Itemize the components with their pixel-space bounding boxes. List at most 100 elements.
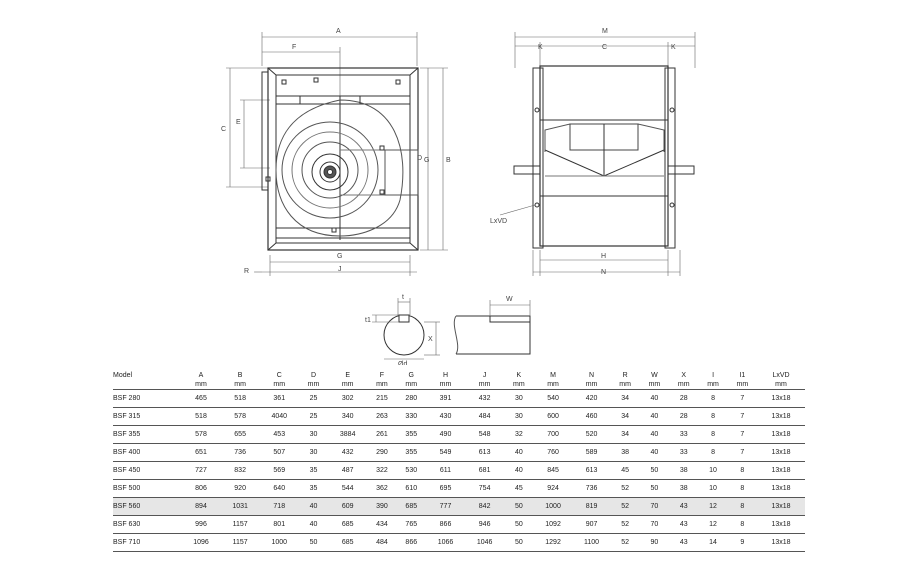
table-cell: 736 [220, 443, 260, 462]
table-cell: 866 [396, 533, 426, 552]
table-cell: 9 [727, 533, 758, 552]
table-cell: 35 [298, 461, 329, 480]
table-cell: 32 [504, 425, 534, 444]
label-c: C [221, 126, 226, 133]
table-cell: 845 [533, 461, 573, 480]
table-cell: 842 [465, 497, 505, 516]
table-cell: 330 [396, 407, 426, 426]
table-cell: 90 [639, 533, 670, 552]
table-cell: 7 [727, 389, 758, 408]
column-unit: mm [619, 381, 631, 388]
label-d: D [417, 155, 422, 162]
column-header: K [516, 372, 522, 379]
table-cell: 7 [727, 407, 758, 426]
table-cell: 1031 [220, 497, 260, 516]
column-header: I [712, 372, 715, 379]
table-cell: 430 [425, 407, 466, 426]
table-cell: 355 [396, 443, 426, 462]
table-cell: 40 [639, 407, 670, 426]
side-view [499, 32, 696, 276]
table-cell: 290 [367, 443, 397, 462]
table-cell: 777 [425, 497, 466, 516]
table-cell: 544 [328, 479, 368, 498]
label-k-left: K [538, 44, 543, 51]
table-cell: 7 [727, 443, 758, 462]
table-cell: 52 [610, 515, 640, 534]
table-cell: 685 [396, 497, 426, 516]
column-unit: mm [585, 381, 598, 388]
table-cell: 1066 [425, 533, 466, 552]
table-cell: 50 [639, 461, 670, 480]
column-unit: mm [195, 381, 207, 388]
table-cell: 50 [504, 497, 534, 516]
table-cell: 907 [572, 515, 611, 534]
table-cell: 754 [465, 479, 505, 498]
table-cell: 8 [727, 515, 758, 534]
column-unit: mm [677, 381, 690, 388]
table-cell: 520 [572, 425, 611, 444]
table-cell: 13x18 [757, 407, 805, 426]
table-cell: 13x18 [757, 497, 805, 516]
table-cell: 340 [328, 407, 368, 426]
column-header: F [379, 372, 385, 379]
table-cell: 45 [610, 461, 640, 480]
table-cell: 8 [698, 425, 728, 444]
table-cell: 10 [698, 479, 728, 498]
column-unit [113, 380, 181, 390]
label-g-vertical: G [424, 157, 429, 164]
table-cell: 1000 [259, 533, 299, 552]
column-unit: mm [775, 381, 787, 388]
table-cell: 518 [181, 407, 221, 426]
table-cell: 819 [572, 497, 611, 516]
table-cell: 866 [425, 515, 466, 534]
table-cell: 727 [181, 461, 221, 480]
table-cell: 38 [669, 479, 699, 498]
table-cell: 600 [533, 407, 573, 426]
label-k-right: K [671, 44, 676, 51]
label-b: B [446, 157, 451, 164]
column-header: E [345, 372, 351, 379]
technical-drawing: A F C E D G B G J R [221, 28, 696, 365]
table-cell: 361 [259, 389, 299, 408]
table-cell: 453 [259, 425, 299, 444]
table-cell: 261 [367, 425, 397, 444]
table-cell: 434 [367, 515, 397, 534]
table-cell: 8 [698, 443, 728, 462]
table-cell: 13x18 [757, 389, 805, 408]
table-cell: 920 [220, 479, 260, 498]
table-cell: 1157 [220, 515, 260, 534]
cell-model: BSF 710 [113, 533, 182, 552]
column-unit: mm [405, 381, 418, 388]
table-cell: 38 [610, 443, 640, 462]
table-cell: 420 [572, 389, 611, 408]
table-cell: 50 [504, 533, 534, 552]
column-header: LxVD [772, 372, 790, 379]
column-header: I1 [739, 372, 746, 379]
table-cell: 50 [504, 515, 534, 534]
cell-model: BSF 280 [113, 389, 182, 408]
label-lxvd: LxVD [490, 218, 507, 225]
label-j: J [338, 266, 342, 273]
label-t: t [402, 294, 404, 301]
label-t1: t1 [365, 317, 371, 324]
table-cell: 355 [396, 425, 426, 444]
column-header: X [681, 372, 687, 379]
table-cell: 40 [298, 515, 329, 534]
table-cell: 685 [328, 533, 368, 552]
table-cell: 4040 [259, 407, 299, 426]
column-unit: mm [547, 381, 559, 388]
table-cell: 70 [639, 515, 670, 534]
label-w: W [506, 296, 513, 303]
label-e: E [236, 119, 241, 126]
shaft-detail [372, 298, 531, 360]
table-cell: 43 [669, 533, 699, 552]
table-cell: 549 [425, 443, 466, 462]
table-cell: 13x18 [757, 515, 805, 534]
table-cell: 362 [367, 479, 397, 498]
side-view-labels: M K C K H N LxVD [490, 28, 676, 276]
